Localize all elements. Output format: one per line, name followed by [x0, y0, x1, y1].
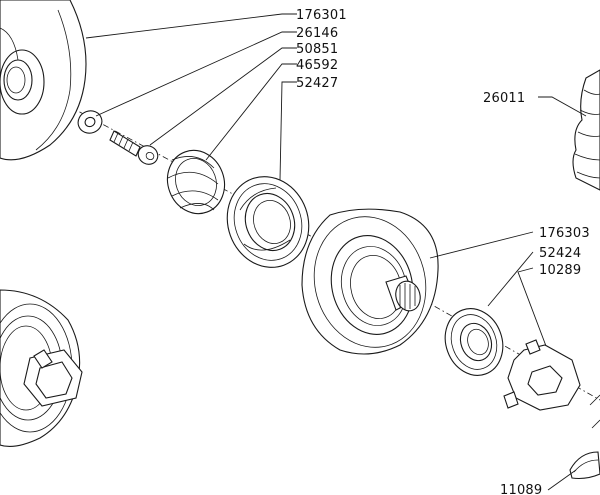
label-46592: 46592 [296, 58, 338, 73]
label-52424: 52424 [539, 246, 581, 261]
label-52427: 52427 [296, 76, 338, 91]
label-176301: 176301 [296, 8, 347, 23]
part-52424-bearing [444, 308, 504, 376]
label-176303: 176303 [539, 226, 590, 241]
part-176303-drum [301, 208, 439, 355]
label-10289: 10289 [539, 263, 581, 278]
part-52427-bearing [226, 176, 310, 268]
part-50851-screw [109, 130, 159, 165]
part-46592-spring [166, 149, 226, 215]
label-26146: 26146 [296, 26, 338, 41]
part-26146-washer [77, 110, 103, 134]
part-176301-bell [0, 0, 87, 161]
label-26011: 26011 [483, 91, 525, 106]
part-10289-lockwasher [503, 339, 581, 411]
part-lower-left-drum [0, 289, 83, 447]
label-50851: 50851 [296, 42, 338, 57]
assembly-axis [19, 79, 600, 401]
label-11089: 11089 [500, 483, 542, 495]
leader-lines [85, 13, 587, 491]
part-right-edge-fragment [589, 394, 600, 429]
part-11089-key [569, 451, 600, 480]
part-26011-bellows [572, 69, 600, 191]
